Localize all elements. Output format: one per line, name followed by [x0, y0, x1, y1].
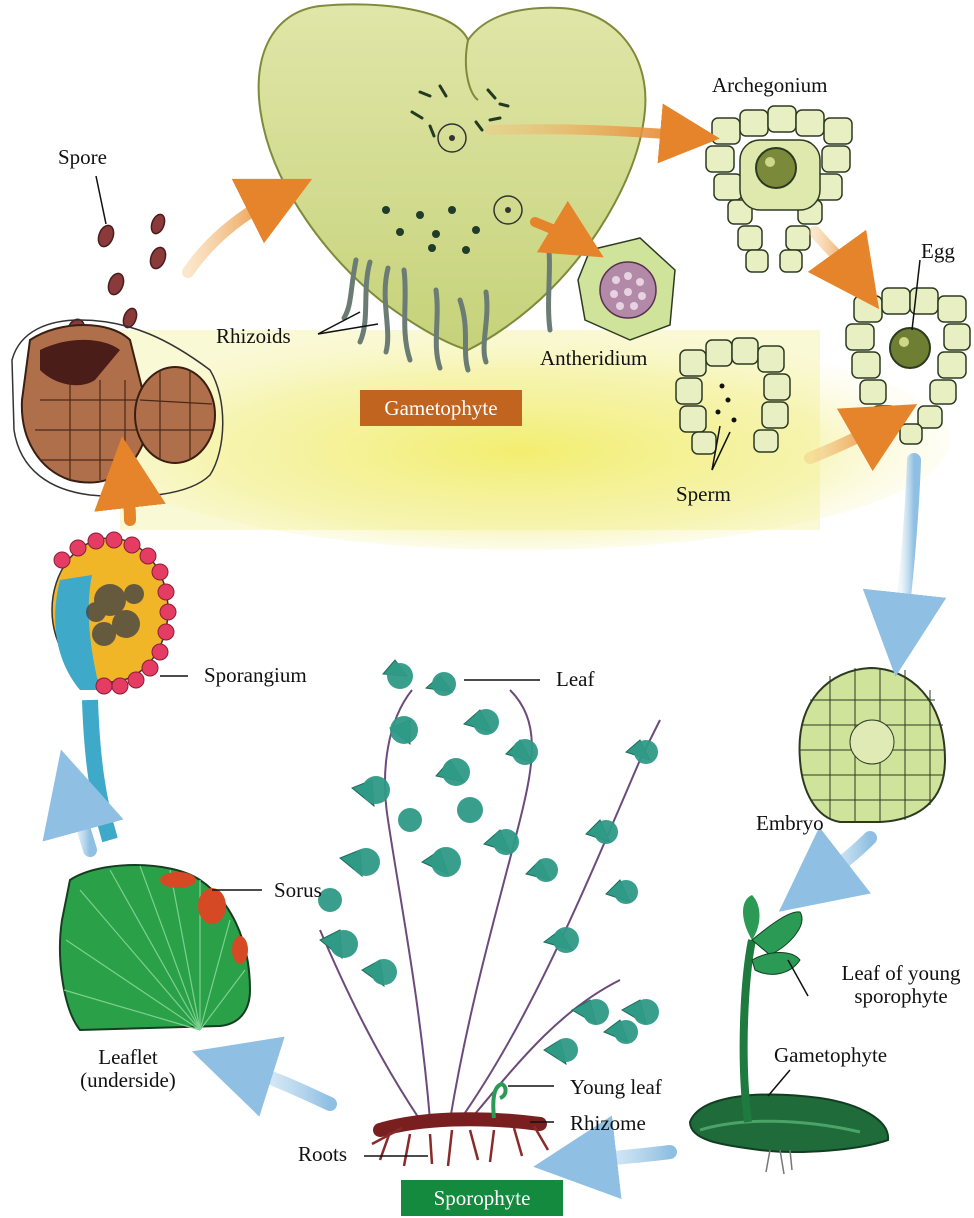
young-gametophyte-label: Gametophyte [774, 1044, 887, 1067]
sporangium-label: Sporangium [204, 664, 307, 687]
gametophyte-stage-badge: Gametophyte [360, 390, 522, 426]
young-sporophyte [690, 895, 888, 1174]
sporophyte-stage-badge: Sporophyte [401, 1180, 563, 1216]
leaflet-label-line1: Leaflet [58, 1046, 198, 1069]
antheridium-label: Antheridium [540, 347, 647, 370]
rhizoids-label: Rhizoids [216, 325, 291, 348]
embryo-label: Embryo [756, 812, 824, 835]
leaf-of-young-sporophyte-label: Leaf of young sporophyte [826, 962, 974, 1008]
mature-fern [320, 690, 660, 1120]
spore-label: Spore [58, 146, 107, 169]
archegonium-label: Archegonium [712, 74, 827, 97]
antheridium-cell [578, 238, 675, 340]
sorus-label: Sorus [274, 879, 322, 902]
leaf-of-young-label-line2: sporophyte [826, 985, 974, 1008]
sperm-label: Sperm [676, 483, 731, 506]
leaflet-underside-label: Leaflet (underside) [58, 1046, 198, 1092]
embryo-cells [800, 668, 945, 822]
rhizome-roots [372, 1084, 548, 1166]
fern-leaflet-blobs [318, 663, 659, 1062]
roots-label: Roots [298, 1143, 347, 1166]
rhizome-label: Rhizome [570, 1112, 646, 1135]
archegonium-egg [756, 148, 796, 188]
leaf-label: Leaf [556, 668, 594, 691]
egg-label: Egg [921, 240, 955, 263]
leaflet-label-line2: (underside) [58, 1069, 198, 1092]
young-leaf-label: Young leaf [570, 1076, 662, 1099]
leaf-of-young-label-line1: Leaf of young [826, 962, 974, 985]
egg-cell [890, 328, 930, 368]
